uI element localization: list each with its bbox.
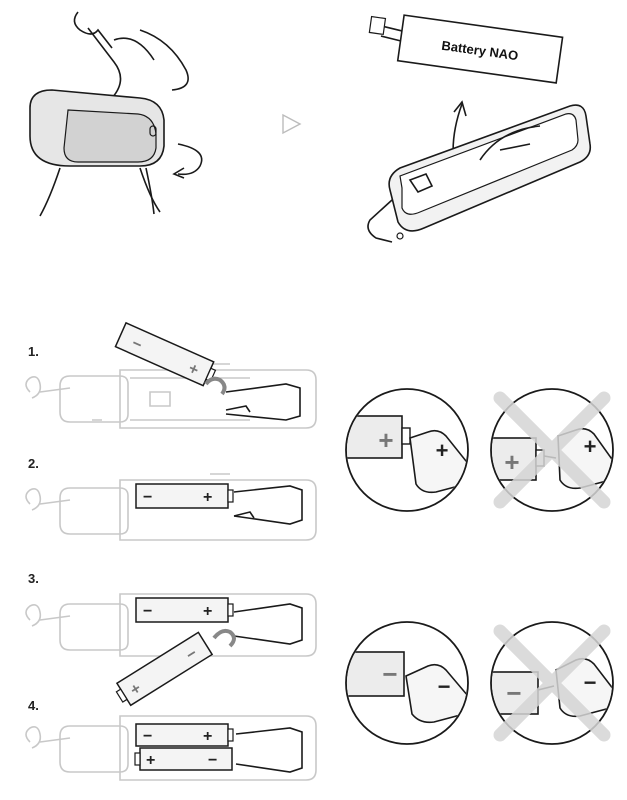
- step-2-label: 2.: [28, 456, 39, 471]
- battery-minus-sign: −: [208, 752, 217, 769]
- battery-minus-sign: −: [143, 489, 152, 506]
- detail-plus-correct: + +: [345, 388, 469, 512]
- contact-plus-sign: +: [436, 438, 449, 463]
- battery-minus-sign: −: [143, 728, 152, 745]
- contact-plus-sign: +: [584, 434, 597, 459]
- battery-plus-sign: +: [504, 447, 519, 477]
- battery-plus-sign: +: [203, 728, 212, 745]
- detail-minus-correct: − −: [345, 621, 469, 745]
- battery-nao-illustration: Battery NAO: [367, 14, 592, 243]
- battery-plus-sign: +: [203, 489, 212, 506]
- step-3-illustration: − + + −: [25, 593, 317, 707]
- step-1-illustration: − +: [25, 321, 317, 429]
- battery-minus-sign: −: [506, 678, 521, 708]
- step-3-label: 3.: [28, 571, 39, 586]
- next-step-triangle-icon: [282, 113, 302, 135]
- step-4-label: 4.: [28, 698, 39, 713]
- battery-plus-sign: +: [203, 603, 212, 620]
- detail-plus-incorrect: + +: [490, 388, 614, 512]
- battery-plus-sign: +: [378, 425, 393, 455]
- battery-minus-sign: −: [382, 659, 397, 689]
- step-1-label: 1.: [28, 344, 39, 359]
- headset-illustration: [29, 11, 203, 217]
- contact-minus-sign: −: [584, 670, 597, 695]
- battery-plus-sign: +: [146, 752, 155, 769]
- incorrect-cross-icon: [493, 624, 611, 742]
- step-4-illustration: − + + −: [25, 715, 317, 781]
- detail-minus-incorrect: − −: [490, 621, 614, 745]
- step-2-illustration: − +: [25, 473, 317, 541]
- contact-minus-sign: −: [438, 674, 451, 699]
- incorrect-cross-icon: [493, 391, 611, 509]
- battery-minus-sign: −: [143, 603, 152, 620]
